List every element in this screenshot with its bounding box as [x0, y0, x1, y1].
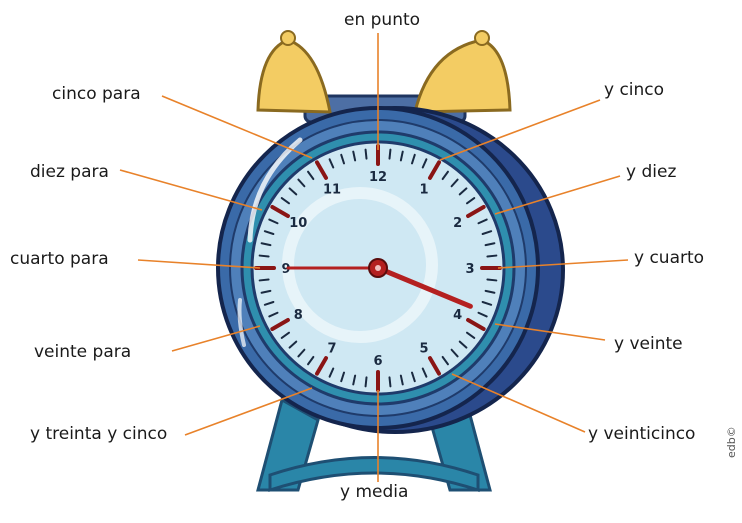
minute-tick [340, 371, 346, 383]
minute-tick [399, 150, 404, 162]
label-veinte-para: veinte para [34, 342, 132, 362]
minute-tick [410, 371, 416, 383]
minute-tick [477, 311, 488, 318]
minute-tick [421, 158, 428, 169]
label-diez-para: diez para [30, 162, 109, 182]
dial-numeral: 2 [453, 216, 462, 231]
minute-tick [465, 331, 476, 339]
minute-tick [268, 218, 279, 225]
minute-tick [263, 300, 275, 306]
minute-tick [364, 148, 368, 160]
label-en-punto: en punto [344, 10, 421, 30]
minute-tick [328, 367, 335, 378]
minute-tick [258, 254, 270, 258]
minute-tick [352, 374, 357, 386]
minute-tick [481, 230, 493, 236]
dial-numeral: 7 [327, 342, 336, 357]
minute-tick [328, 158, 335, 169]
minute-tick [288, 187, 298, 196]
minute-tick [458, 187, 468, 196]
dial-numeral: 5 [419, 342, 428, 357]
dial-numeral: 1 [419, 182, 428, 197]
minute-tick [268, 311, 279, 318]
minute-tick [258, 278, 270, 282]
dial-numeral: 9 [281, 262, 290, 277]
minute-tick [388, 148, 392, 160]
hour-tick [315, 160, 328, 180]
label-cuarto-para: cuarto para [10, 249, 109, 269]
minute-tick [288, 340, 298, 349]
minute-tick [486, 278, 498, 282]
minute-tick [307, 355, 315, 366]
label-y-cuarto: y cuarto [634, 248, 705, 268]
hour-tick [428, 160, 441, 180]
minute-tick [280, 197, 291, 205]
dial-numeral: 12 [369, 170, 387, 185]
minute-tick [484, 242, 496, 247]
minute-tick [297, 348, 306, 358]
hour-tick [466, 205, 486, 218]
label-y-treinta-y-cinco: y treinta y cinco [30, 424, 168, 444]
hour-tick [270, 205, 290, 218]
hour-tick [315, 356, 328, 376]
minute-tick [458, 340, 468, 349]
dial-numeral: 4 [453, 308, 462, 323]
minute-tick [263, 230, 275, 236]
leader-lines [119, 33, 629, 482]
minute-tick [260, 242, 272, 247]
label-y-veinticinco: y veinticinco [588, 424, 696, 444]
label-y-media: y media [340, 482, 409, 502]
minute-tick [477, 218, 488, 225]
minute-tick [484, 289, 496, 294]
dial-numeral: 10 [289, 216, 307, 231]
minute-tick [450, 178, 459, 188]
hour-tick [428, 356, 441, 376]
label-y-veinte: y veinte [614, 334, 683, 354]
hour-tick [466, 318, 486, 331]
minute-tick [280, 331, 291, 339]
minute-tick [388, 376, 392, 388]
minute-tick [450, 348, 459, 358]
hour-hand [375, 265, 473, 309]
credit: edb© [725, 426, 738, 458]
dial-numeral: 3 [465, 262, 474, 277]
minute-tick [421, 367, 428, 378]
minute-tick [364, 376, 368, 388]
minute-tick [481, 300, 493, 306]
dial-numeral: 8 [294, 308, 303, 323]
minute-tick [399, 374, 404, 386]
dial-numeral: 11 [323, 182, 341, 197]
minute-tick [260, 289, 272, 294]
label-y-cinco: y cinco [604, 80, 665, 100]
clock-hands [286, 258, 473, 309]
minute-tick [307, 170, 315, 181]
minute-tick [410, 153, 416, 165]
label-cinco-para: cinco para [52, 84, 141, 104]
minute-tick [340, 153, 346, 165]
dial-numeral: 6 [373, 354, 382, 369]
minute-tick [441, 355, 449, 366]
minute-tick [297, 178, 306, 188]
minute-tick [352, 150, 357, 162]
hour-tick [270, 318, 290, 331]
label-y-diez: y diez [626, 162, 677, 182]
minute-tick [486, 254, 498, 258]
minute-tick [441, 170, 449, 181]
minute-tick [465, 197, 476, 205]
